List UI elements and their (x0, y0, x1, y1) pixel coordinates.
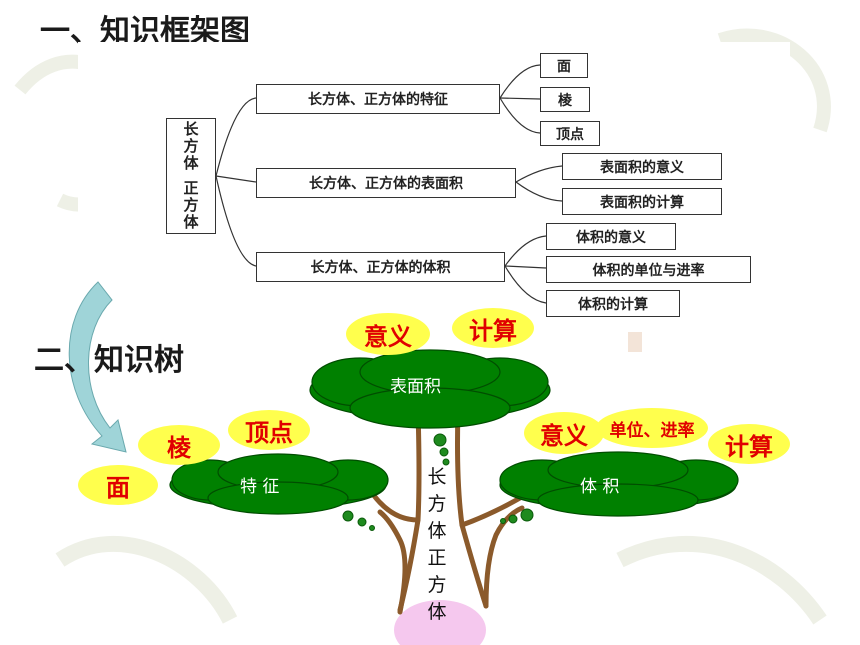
node-volume-calc: 体积的计算 (546, 290, 680, 317)
root-char: 长 (183, 120, 199, 138)
tree-berries (342, 433, 534, 531)
leaf-volume-units: 单位、进率 (596, 408, 708, 448)
trunk-char: 体 (427, 520, 447, 542)
cloud-features (169, 453, 389, 515)
section-title-tree: 二、知识树 (34, 343, 184, 378)
node-surface-meaning: 表面积的意义 (562, 153, 722, 180)
root-char: 体 (183, 213, 199, 231)
cloud-label-surface-area: 表面积 (390, 377, 441, 397)
cloud-volume (499, 451, 739, 517)
leaf-volume-calc: 计算 (708, 424, 790, 464)
tree-trunk (367, 407, 525, 615)
cloud-label-features: 特 征 (240, 477, 280, 497)
root-char: 方 (183, 196, 199, 214)
leaf-volume-meaning: 意义 (524, 412, 604, 454)
curved-arrow-icon (68, 281, 127, 453)
leaf-edge: 棱 (138, 425, 220, 465)
root-char: 正 (183, 179, 199, 197)
cloud-surface-area (309, 349, 551, 429)
leaf-vertex: 顶点 (228, 410, 310, 450)
branch-volume: 长方体、正方体的体积 (256, 252, 505, 282)
root-char: 体 (183, 154, 199, 172)
trunk-char: 长 (427, 466, 447, 488)
root-char: 方 (183, 137, 199, 155)
leaf-surface-calc: 计算 (452, 308, 534, 348)
node-face: 面 (540, 53, 588, 78)
leaf-surface-meaning: 意义 (346, 313, 430, 355)
node-volume-meaning: 体积的意义 (546, 223, 676, 250)
node-surface-calc: 表面积的计算 (562, 188, 722, 215)
trunk-char: 方 (427, 493, 447, 515)
trunk-char: 体 (427, 601, 447, 623)
framework-root-box: 长 方 体 正 方 体 (166, 118, 216, 234)
branch-features: 长方体、正方体的特征 (256, 84, 500, 114)
trunk-char: 方 (427, 574, 447, 596)
node-vertex: 顶点 (540, 121, 600, 146)
trunk-label: 长 方 体 正 方 体 (424, 464, 450, 626)
leaf-face: 面 (78, 465, 158, 505)
node-volume-units: 体积的单位与进率 (546, 256, 751, 283)
node-edge: 棱 (540, 87, 590, 112)
cloud-label-volume: 体 积 (580, 477, 620, 497)
trunk-char: 正 (427, 547, 447, 569)
branch-surface-area: 长方体、正方体的表面积 (256, 168, 516, 198)
